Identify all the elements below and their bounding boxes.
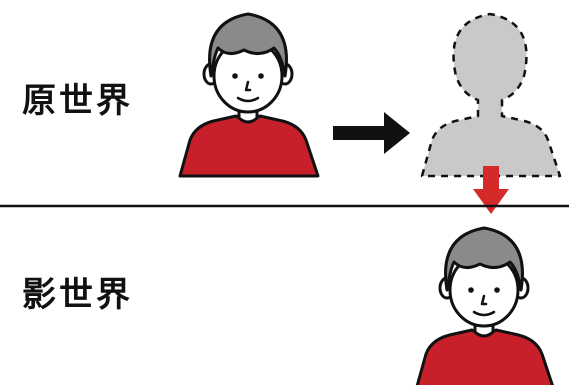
person-shirt bbox=[178, 114, 320, 178]
person-icon bbox=[415, 226, 554, 385]
person-icon bbox=[178, 12, 320, 178]
person-hair bbox=[208, 12, 288, 78]
silhouette-icon bbox=[420, 12, 562, 178]
label-shadow-world: 影世界 bbox=[22, 275, 133, 315]
person-hair bbox=[444, 226, 524, 292]
arrow-right-icon bbox=[333, 112, 410, 154]
arrow-down-icon bbox=[473, 166, 509, 214]
label-original-world: 原世界 bbox=[22, 81, 133, 121]
person-shirt bbox=[415, 328, 554, 385]
